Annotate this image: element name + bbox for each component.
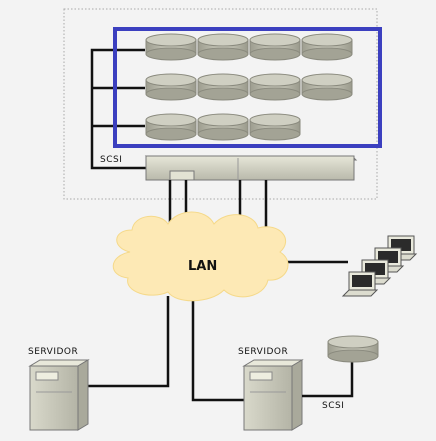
servidor-right-label: SERVIDOR <box>238 347 288 357</box>
disk-drive <box>145 73 197 101</box>
disk-drive <box>249 73 301 101</box>
disk-drive <box>197 113 249 141</box>
lan-cloud <box>112 211 289 302</box>
external-disk <box>327 335 379 363</box>
scsi-top-label: SCSI <box>100 155 122 165</box>
scsi-bus <box>90 48 148 170</box>
storage-controller <box>144 155 358 181</box>
disk-array <box>145 33 353 141</box>
server-right <box>242 359 304 431</box>
disk-drive <box>197 33 249 61</box>
client-laptop <box>341 271 379 297</box>
storage-enclosure <box>63 8 378 200</box>
disk-drive <box>249 113 301 141</box>
disk-drive <box>301 73 353 101</box>
storage-highlight-box <box>113 27 382 148</box>
server-left <box>28 359 90 431</box>
disk-drive <box>301 33 353 61</box>
disk-drive <box>249 33 301 61</box>
scsi-bottom-label: SCSI <box>322 401 344 411</box>
disk-drive <box>145 113 197 141</box>
client-workstations <box>341 235 418 297</box>
disk-drive <box>145 33 197 61</box>
lan-label: LAN <box>188 259 217 274</box>
lan-server-links <box>86 296 246 402</box>
disk-drive <box>197 73 249 101</box>
server-disk-link <box>302 362 354 398</box>
servidor-left-label: SERVIDOR <box>28 347 78 357</box>
